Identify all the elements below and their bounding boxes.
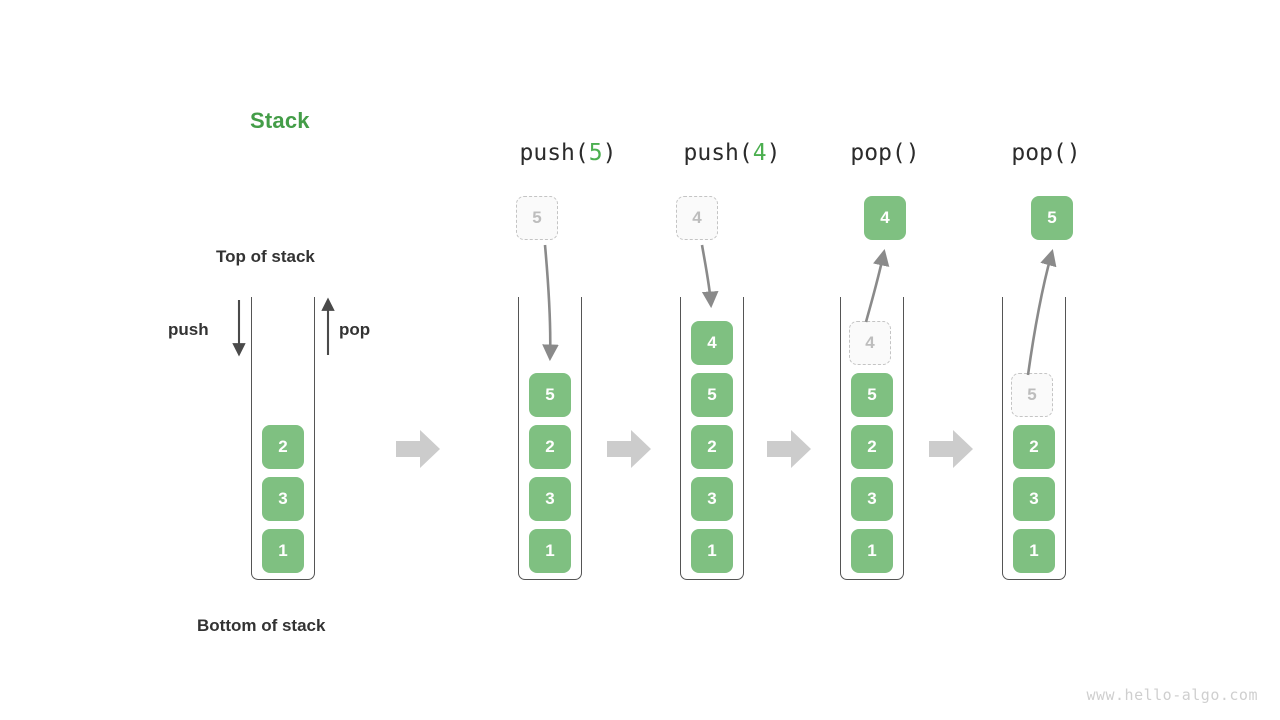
floating-cell-pop-2: 5	[1031, 196, 1073, 240]
column-header-pop-2: pop()	[1011, 140, 1080, 166]
column-header-pop-1: pop()	[850, 140, 919, 166]
stack-cell: 2	[1013, 425, 1055, 469]
stack-cell: 1	[529, 529, 571, 573]
label-bottom-of-stack: Bottom of stack	[197, 616, 326, 635]
stack-cell: 1	[262, 529, 304, 573]
column-header-push-4: push(4)	[684, 140, 781, 166]
stack-cell: 3	[262, 477, 304, 521]
step-arrow-1	[396, 430, 440, 468]
floating-cell-push-5: 5	[516, 196, 558, 240]
label-top-of-stack: Top of stack	[216, 247, 315, 266]
stack-cell: 3	[529, 477, 571, 521]
stack-container-pop-2	[1002, 297, 1066, 580]
step-arrow-4	[929, 430, 973, 468]
header-suffix: )	[602, 140, 617, 166]
step-arrow-3	[767, 430, 811, 468]
stack-cell: 2	[851, 425, 893, 469]
stack-cell: 3	[691, 477, 733, 521]
floating-cell-push-4: 4	[676, 196, 718, 240]
transfer-arrow-push-4	[700, 244, 719, 309]
column-header-push-5: push(5)	[520, 140, 617, 166]
stack-cell: 5	[691, 373, 733, 417]
watermark: www.hello-algo.com	[1086, 686, 1258, 704]
step-arrow-2	[607, 430, 651, 468]
floating-cell-pop-1: 4	[864, 196, 906, 240]
stack-cell: 2	[262, 425, 304, 469]
header-suffix: )	[905, 140, 920, 166]
stack-container-push-5	[518, 297, 582, 580]
stack-cell: 5	[529, 373, 571, 417]
stack-container-push-4	[680, 297, 744, 580]
header-suffix: )	[1066, 140, 1081, 166]
label-push: push	[168, 320, 209, 339]
stack-cell: 4	[849, 321, 891, 365]
stack-cell: 1	[1013, 529, 1055, 573]
stack-container-pop-1	[840, 297, 904, 580]
stack-cell: 2	[691, 425, 733, 469]
page-title: Stack	[250, 108, 310, 133]
header-arg: 5	[588, 140, 603, 166]
header-prefix: push(	[683, 140, 753, 166]
stack-cell: 3	[1013, 477, 1055, 521]
header-prefix: pop(	[1011, 140, 1067, 166]
stack-cell: 5	[1011, 373, 1053, 417]
stack-cell: 1	[851, 529, 893, 573]
stack-cell: 5	[851, 373, 893, 417]
stack-cell: 4	[691, 321, 733, 365]
stack-cell: 1	[691, 529, 733, 573]
label-pop: pop	[339, 320, 371, 339]
header-prefix: pop(	[850, 140, 906, 166]
stack-cell: 3	[851, 477, 893, 521]
stack-cell: 2	[529, 425, 571, 469]
stack-container-initial	[251, 297, 315, 580]
header-prefix: push(	[519, 140, 589, 166]
header-arg: 4	[752, 140, 767, 166]
header-suffix: )	[766, 140, 781, 166]
